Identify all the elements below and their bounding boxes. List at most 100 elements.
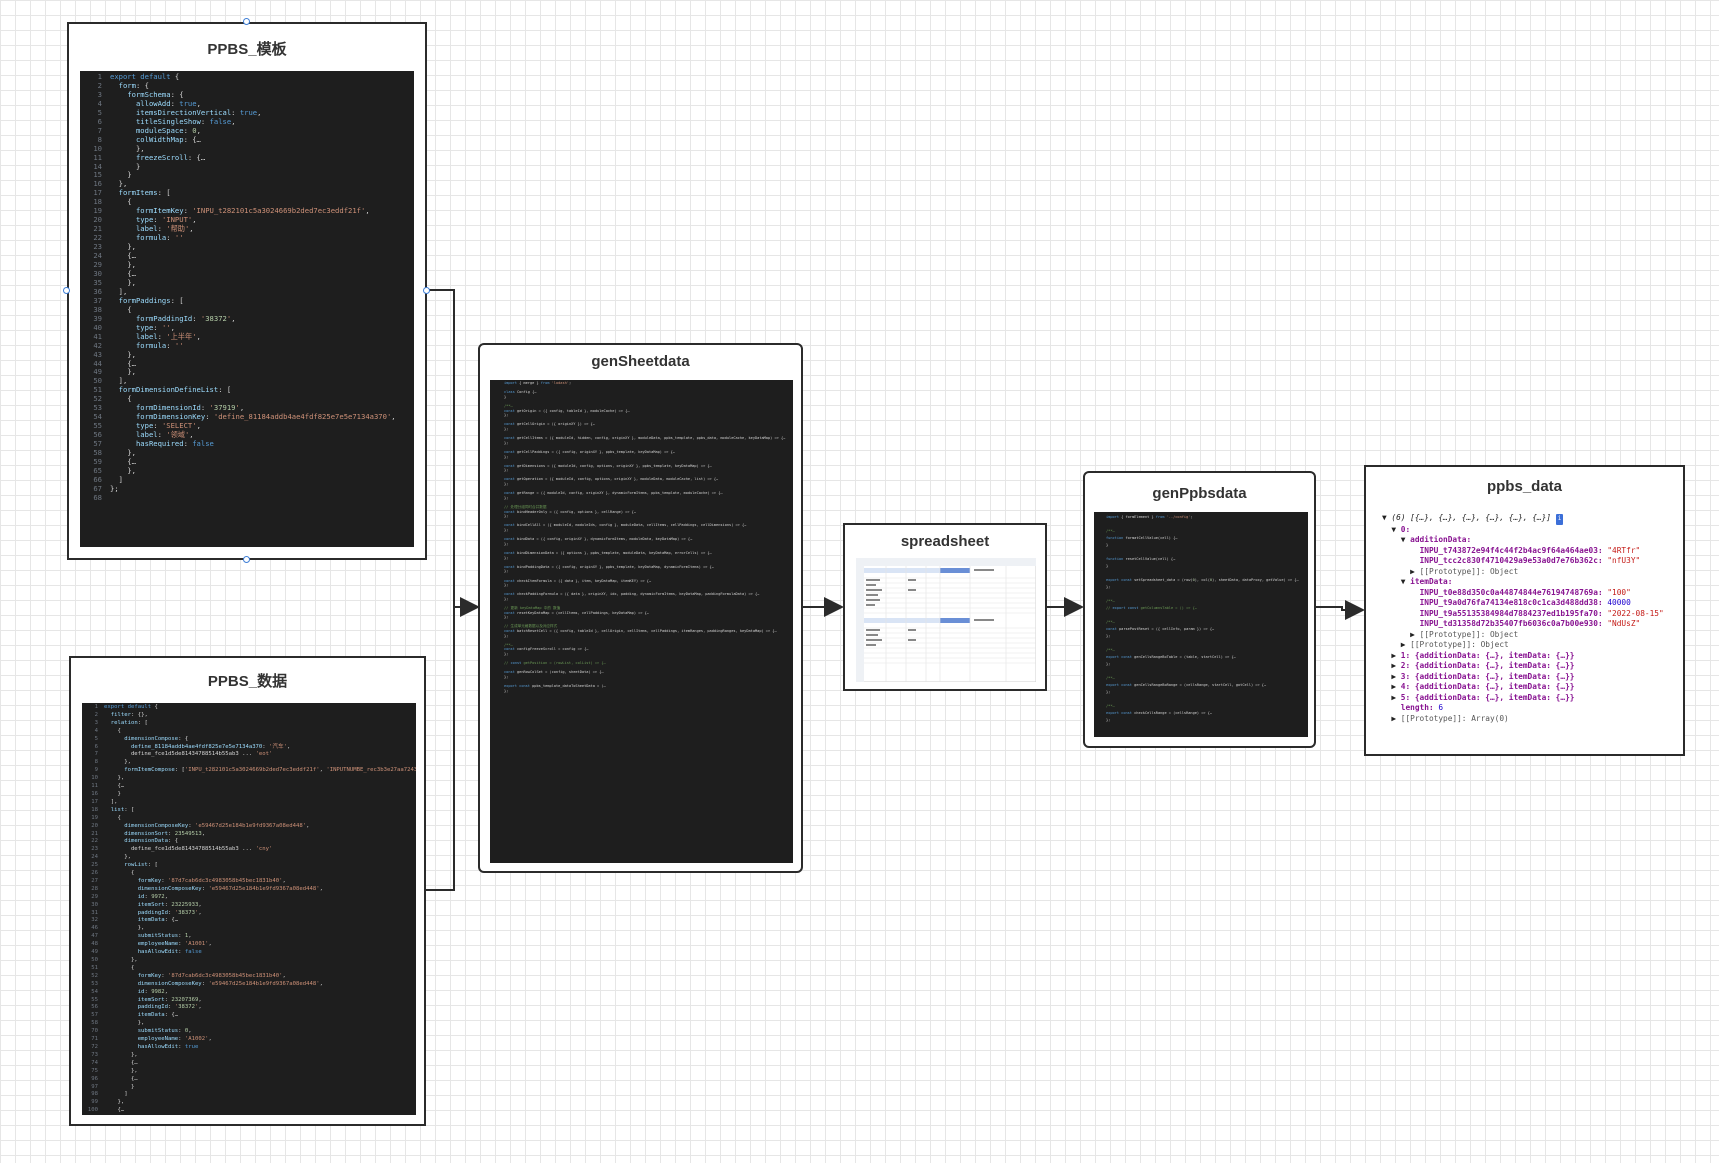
tree-row-additiondata[interactable]: ▼ additionData: <box>1382 535 1472 544</box>
code-line: /**… <box>1106 599 1115 603</box>
code-line: formKey: '87d7cab6dc3c4983058b45bec1831b… <box>137 877 286 884</box>
line-number: 57 <box>93 439 102 449</box>
line-number: 26 <box>91 870 98 877</box>
tree-row-index-0[interactable]: ▼ 0: <box>1382 524 1411 534</box>
selection-handle[interactable] <box>243 556 250 563</box>
code-line: {… <box>110 456 136 466</box>
gensheetdata-node[interactable]: genSheetdata import { merge } from 'loda… <box>478 343 803 873</box>
code-line: const parsePostReset = ({ cellInfo, para… <box>1106 627 1215 631</box>
code-line: itemsDirectionVertical: true, <box>135 107 262 117</box>
line-number: 25 <box>91 862 98 869</box>
tree-row-item-2: INPU_t9a55135384984d7884237ed1b195fa70: … <box>1382 609 1682 620</box>
code-line: itemSort: 23225933, <box>137 901 202 908</box>
line-number: 29 <box>93 260 102 270</box>
line-number: 1 <box>94 704 98 710</box>
code-line: moduleSpace: 0, <box>135 125 201 135</box>
code-line: }, <box>104 1067 138 1074</box>
ppbs-data-node[interactable]: ppbs_data ▼ (6) [{…}, {…}, {…}, {…}, {…}… <box>1364 465 1685 756</box>
genppbsdata-node[interactable]: genPpbsdata import { formElement } from … <box>1083 471 1316 748</box>
line-number: 14 <box>93 161 102 171</box>
line-number: 74 <box>91 1059 98 1066</box>
json-key: INPU_t9a0d76fa74134e818c0c1ca3d488dd38: <box>1419 598 1603 607</box>
code-line: const getOperation = ({ moduleId, config… <box>504 477 719 482</box>
code-line: itemData: {… <box>137 917 179 924</box>
code-line: define_fce1d5de81434788514b55ab3 ... 'cn… <box>104 846 273 853</box>
line-number: 17 <box>93 188 102 198</box>
code-line: }; <box>504 541 509 546</box>
line-number: 20 <box>93 215 102 225</box>
code-line: ] <box>104 1091 128 1098</box>
connector-genppbs-to-ppbsdata <box>1316 600 1365 620</box>
tree-row-index-2[interactable]: ▶ 2: {additionData: {…}, itemData: {…}} <box>1382 661 1575 670</box>
line-number: 5 <box>97 107 102 117</box>
tree-row-itemdata[interactable]: ▼ itemData: <box>1382 577 1453 586</box>
json-key: INPU_t9a55135384984d7884237ed1b195fa70: <box>1419 608 1603 618</box>
code-line: }; <box>1106 690 1111 694</box>
tree-row-addition-1: INPU_tcc2c830f4710429a9e53a0d7e76b362c: … <box>1382 556 1682 567</box>
code-line: define_fce1d5de81434788514b55ab3 ... 'eo… <box>104 751 273 758</box>
code-line <box>1106 724 1308 731</box>
line-number: 54 <box>93 412 102 422</box>
code-line: form: { <box>118 80 149 90</box>
tree-row-index-1[interactable]: ▶ 1: {additionData: {…}, itemData: {…}} <box>1382 650 1575 660</box>
code-line: }, <box>110 367 136 377</box>
code-line: dimensionSort: 23549513, <box>124 830 206 837</box>
code-line: {… <box>104 1075 138 1082</box>
code-line <box>1106 612 1308 619</box>
line-number: 24 <box>91 854 98 861</box>
node-title: PPBS_模板 <box>207 41 287 58</box>
selection-handle[interactable] <box>423 287 430 294</box>
code-line: } <box>504 394 507 399</box>
code-line: }; <box>504 426 509 431</box>
code-line: }; <box>504 440 509 445</box>
code-line: /**… <box>1106 620 1115 624</box>
code-line: export const setSpreadsheet_data = (row(… <box>1106 578 1299 582</box>
line-number: 8 <box>94 759 98 766</box>
tree-row-prototype[interactable]: ▶ [[Prototype]]: Object <box>1382 566 1519 576</box>
code-panel: import { merge } from 'lodash'; class Co… <box>490 380 793 863</box>
prototype-object: [[Prototype]]: Object <box>1419 629 1519 639</box>
line-number: 65 <box>93 465 102 475</box>
code-line: }, <box>104 1099 125 1106</box>
line-number: 10 <box>93 143 102 153</box>
line-number: 4 <box>94 727 98 734</box>
selection-handle[interactable] <box>243 18 250 25</box>
code-line: /**… <box>1106 648 1115 652</box>
tree-row-index-3[interactable]: ▶ 3: {additionData: {…}, itemData: {…}} <box>1382 671 1575 681</box>
tree-row-prototype[interactable]: ▶ [[Prototype]]: Object <box>1382 629 1519 639</box>
tree-row-index-4[interactable]: ▶ 4: {additionData: {…}, itemData: {…}} <box>1382 682 1575 691</box>
code-line: const getOrigin = ({ config, tableId }, … <box>504 408 630 413</box>
node-title: ppbs_data <box>1486 478 1562 495</box>
code-line: }; <box>504 468 509 473</box>
line-number: 96 <box>91 1075 98 1082</box>
line-number: 31 <box>91 909 98 916</box>
code-line: }; <box>504 482 509 487</box>
selection-handle[interactable] <box>63 287 70 294</box>
code-line: paddingId: '38372', <box>137 1004 202 1011</box>
code-line: export default { <box>110 72 180 81</box>
code-line: }, <box>104 759 131 766</box>
code-line: }, <box>110 465 136 475</box>
code-line: type: '', <box>135 322 175 332</box>
code-line: dimensionComposeKey: 'e59467d25e184b1e9f… <box>137 980 323 987</box>
line-number: 5 <box>94 735 98 742</box>
code-line: const bindData = ({ config, originXY }, … <box>504 537 693 542</box>
line-number: 11 <box>91 783 98 790</box>
tree-row-index-5[interactable]: ▶ 5: {additionData: {…}, itemData: {…}} <box>1382 692 1575 702</box>
tree-row-prototype-array[interactable]: ▶ [[Prototype]]: Array(0) <box>1382 713 1509 723</box>
line-number: 2 <box>94 711 98 718</box>
array-summary: (6) [{…}, {…}, {…}, {…}, {…}, {…}] <box>1391 513 1551 522</box>
array-summary-row[interactable]: ▼ (6) [{…}, {…}, {…}, {…}, {…}, {…}] i <box>1382 513 1682 525</box>
line-number: 99 <box>91 1099 98 1106</box>
line-number: 21 <box>93 224 102 234</box>
spreadsheet-node[interactable]: spreadsheet <box>843 523 1047 691</box>
code-line: }, <box>110 242 136 252</box>
json-key: INPU_tcc2c830f4710429a9e53a0d7e76b362c: <box>1419 556 1603 565</box>
code-line: formSchema: { <box>127 89 184 99</box>
tree-row-prototype[interactable]: ▶ [[Prototype]]: Object <box>1382 640 1509 649</box>
code-line: {… <box>110 251 136 261</box>
line-number: 71 <box>91 1036 98 1043</box>
